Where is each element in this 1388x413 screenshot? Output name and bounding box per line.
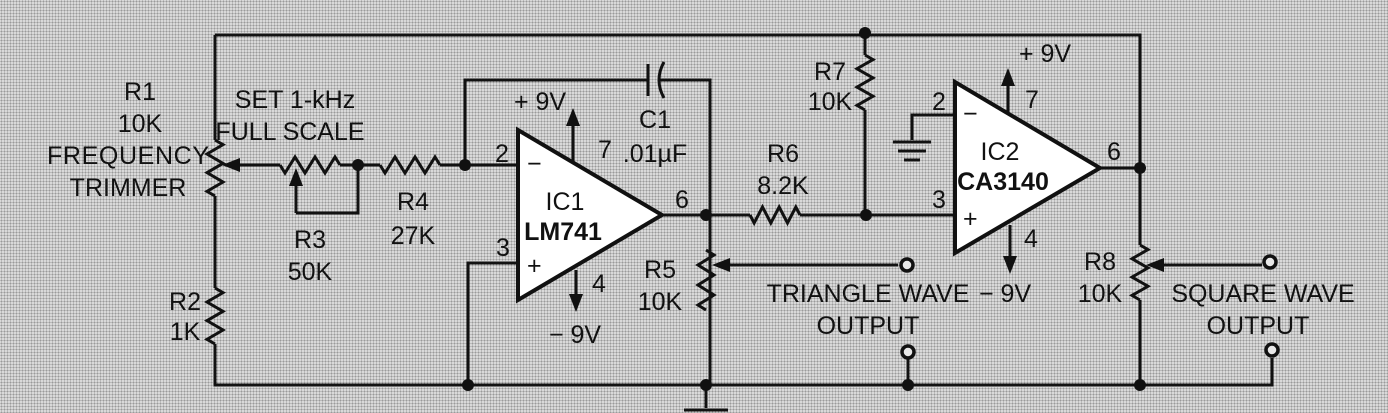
ic1-name: IC1	[546, 188, 585, 216]
r8-value: 10K	[1078, 280, 1123, 308]
wires	[213, 33, 1274, 408]
junction-dots	[352, 27, 1146, 391]
wiper-arrow-icons	[222, 158, 1164, 272]
c1-value: .01µF	[623, 140, 687, 168]
ic2-pin4: 4	[1024, 225, 1038, 253]
r5-name: R5	[644, 256, 676, 284]
r1-name: R1	[124, 78, 156, 106]
triangle-output-terminal-signal[interactable]	[899, 257, 915, 273]
r3-note2: FULL SCALE	[215, 118, 364, 146]
r2-name: R2	[169, 288, 201, 316]
resistor-r2	[204, 286, 226, 346]
square-output-label-1: SQUARE WAVE	[1171, 280, 1354, 308]
resistor-r7	[853, 53, 877, 112]
r4-value: 27K	[391, 222, 436, 250]
ic2-pin3: 3	[932, 186, 946, 214]
ic1-vneg: − 9V	[549, 321, 601, 349]
r4-name: R4	[397, 188, 429, 216]
ic1-vpos: + 9V	[514, 88, 566, 116]
ic1-inv-sign: −	[527, 150, 542, 178]
ic2-pin6: 6	[1107, 138, 1121, 166]
ground-icon	[684, 140, 931, 412]
resistor-r1	[204, 138, 226, 198]
resistor-r4	[378, 154, 442, 176]
resistor-r3	[278, 154, 342, 176]
ic1-pin4: 4	[592, 270, 606, 298]
ic2-pin2: 2	[932, 88, 946, 116]
resistor-r8	[1128, 243, 1152, 302]
ic1-noninv-sign: +	[527, 252, 542, 280]
r3-value: 50K	[288, 258, 333, 286]
square-output-terminal-ground[interactable]	[1264, 342, 1280, 358]
opamp-ic2	[953, 78, 1104, 257]
r1-note1: FREQUENCY	[47, 142, 209, 170]
ic2-vneg: − 9V	[979, 280, 1031, 308]
ic2-part: CA3140	[957, 168, 1049, 196]
r3-name: R3	[294, 226, 326, 254]
opamp-ic1	[516, 126, 666, 304]
r2-value: 1K	[170, 318, 201, 346]
r8-name: R8	[1084, 248, 1116, 276]
ic2-noninv-sign: +	[963, 205, 978, 233]
triangle-output-terminal-ground[interactable]	[900, 344, 916, 360]
r6-name: R6	[767, 140, 799, 168]
labels: R1 10K FREQUENCY TRIMMER SET 1-kHz FULL …	[47, 40, 1355, 349]
r5-value: 10K	[638, 288, 683, 316]
square-output-label-2: OUTPUT	[1207, 312, 1310, 340]
ic2-vpos: + 9V	[1019, 40, 1071, 68]
ic1-pin7: 7	[598, 136, 612, 164]
r7-value: 10K	[808, 88, 853, 116]
resistor-r5	[695, 248, 717, 312]
ic2-name: IC2	[981, 138, 1020, 166]
ic2-pin7: 7	[1025, 86, 1039, 114]
square-output-terminal-signal[interactable]	[1262, 254, 1278, 270]
r6-value: 8.2K	[757, 172, 809, 200]
ic1-pin6: 6	[675, 186, 689, 214]
triangle-output-label-1: TRIANGLE WAVE	[767, 280, 970, 308]
r7-name: R7	[814, 58, 846, 86]
r1-value: 10K	[118, 110, 163, 138]
ic1-part: LM741	[524, 218, 602, 246]
r3-note1: SET 1-kHz	[235, 86, 355, 114]
resistor-r6	[748, 203, 802, 227]
capacitor-c1	[646, 61, 666, 99]
ic2-inv-sign: −	[963, 100, 978, 128]
ic1-pin3: 3	[496, 234, 510, 262]
supply-arrow-icons	[566, 68, 1017, 312]
c1-name: C1	[639, 106, 671, 134]
r1-note2: TRIMMER	[70, 174, 187, 202]
triangle-output-label-2: OUTPUT	[817, 312, 920, 340]
ic1-pin2: 2	[495, 140, 509, 168]
